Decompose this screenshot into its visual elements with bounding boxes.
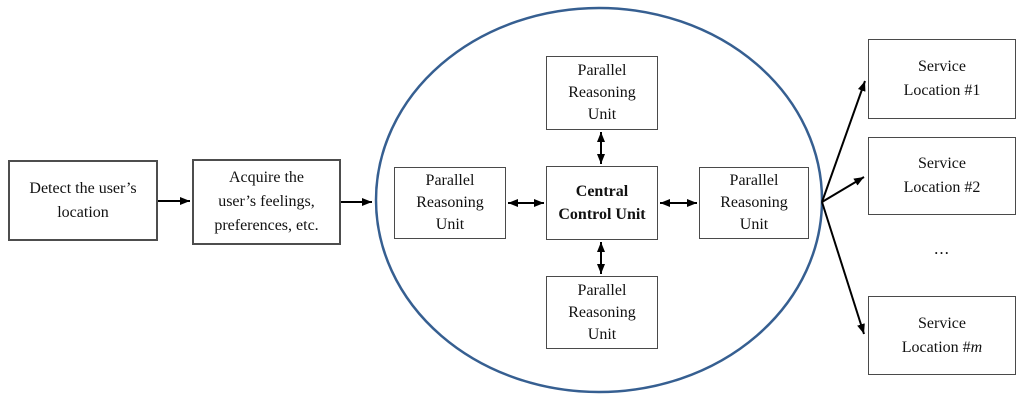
- pru-left-label: Parallel Reasoning Unit: [416, 172, 484, 233]
- central-control-unit-box: Central Control Unit: [546, 166, 658, 240]
- service-location-1-label: Service Location #1: [903, 58, 981, 99]
- pru-top-box: Parallel Reasoning Unit: [546, 56, 658, 130]
- pru-left-box: Parallel Reasoning Unit: [394, 167, 506, 239]
- pru-top-label: Parallel Reasoning Unit: [568, 62, 636, 123]
- detect-location-box: Detect the user’s location: [8, 160, 158, 241]
- pru-bottom-box: Parallel Reasoning Unit: [546, 276, 658, 349]
- fan-arrow-service-2: [821, 176, 865, 203]
- acquire-preferences-box: Acquire the user’s feelings, preferences…: [192, 159, 341, 245]
- service-location-m-variable: m: [970, 338, 983, 356]
- acquire-preferences-label: Acquire the user’s feelings, preferences…: [214, 169, 319, 234]
- service-location-1-box: Service Location #1: [868, 39, 1016, 119]
- fan-arrow-service-1: [821, 80, 866, 203]
- service-location-2-box: Service Location #2: [868, 137, 1016, 215]
- service-locations-ellipsis: ...: [934, 239, 950, 258]
- central-control-unit-label: Central Control Unit: [558, 183, 646, 223]
- pru-bottom-label: Parallel Reasoning Unit: [568, 281, 636, 343]
- detect-location-label: Detect the user’s location: [29, 179, 137, 221]
- pru-right-box: Parallel Reasoning Unit: [699, 167, 809, 239]
- service-location-m-box: Service Location #m: [868, 296, 1016, 375]
- service-location-2-label: Service Location #2: [903, 155, 981, 196]
- fan-arrow-service-m: [821, 201, 865, 335]
- service-location-m-label: Service Location #m: [902, 312, 982, 360]
- pru-right-label: Parallel Reasoning Unit: [720, 172, 788, 233]
- service-location-m-prefix: Service Location #: [901, 314, 971, 356]
